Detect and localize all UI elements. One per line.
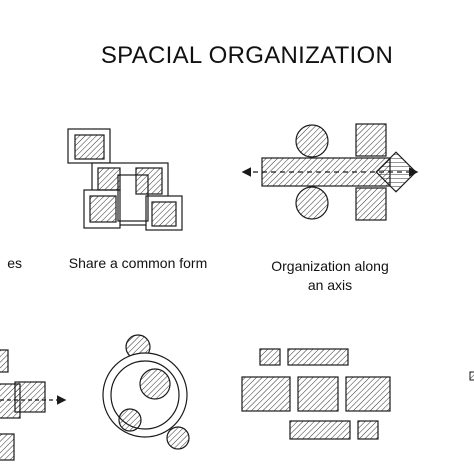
brick-4 — [297, 376, 339, 412]
axis-circle-top — [295, 124, 329, 158]
cluster-circle-small — [118, 408, 142, 432]
diagram-circle-cluster — [102, 334, 190, 450]
brick-5 — [345, 376, 391, 412]
diagram-brick-cluster — [241, 348, 391, 440]
axis-circle-bottom — [295, 186, 329, 220]
diagram-partial-left — [0, 349, 67, 461]
common-form-center-frame — [117, 174, 149, 222]
axis-square-bottom — [355, 187, 387, 221]
common-form-square-mid-left — [97, 167, 121, 191]
brick-1 — [259, 348, 281, 366]
caption-axis-line-2: an axis — [307, 277, 353, 293]
caption-axis-line-1: Organization along — [271, 258, 389, 274]
partial-square-bottom — [0, 433, 15, 461]
common-form-square-bottom-left — [89, 195, 117, 223]
brick-7 — [357, 420, 379, 440]
brick-3 — [241, 376, 291, 412]
axis-square-top — [355, 123, 387, 157]
caption-common-form: Share a common form — [68, 255, 208, 271]
partial-square-top — [0, 349, 9, 373]
diagram-common-form — [67, 128, 183, 231]
cluster-circle-center — [139, 368, 171, 400]
brick-6 — [289, 420, 351, 440]
caption-partial-left: es — [7, 255, 22, 271]
partial-square-right — [14, 381, 46, 413]
partial-right-mark — [469, 371, 474, 381]
common-form-square-bottom-right — [151, 201, 177, 227]
cluster-circle-bottom — [166, 426, 190, 450]
common-form-square-top — [74, 134, 105, 160]
diagram-axis — [241, 123, 419, 221]
common-form-square-mid-right — [135, 167, 163, 195]
diagram-partial-right — [469, 371, 474, 381]
page-title: SPACIAL ORGANIZATION — [100, 42, 394, 69]
brick-2 — [287, 348, 349, 366]
